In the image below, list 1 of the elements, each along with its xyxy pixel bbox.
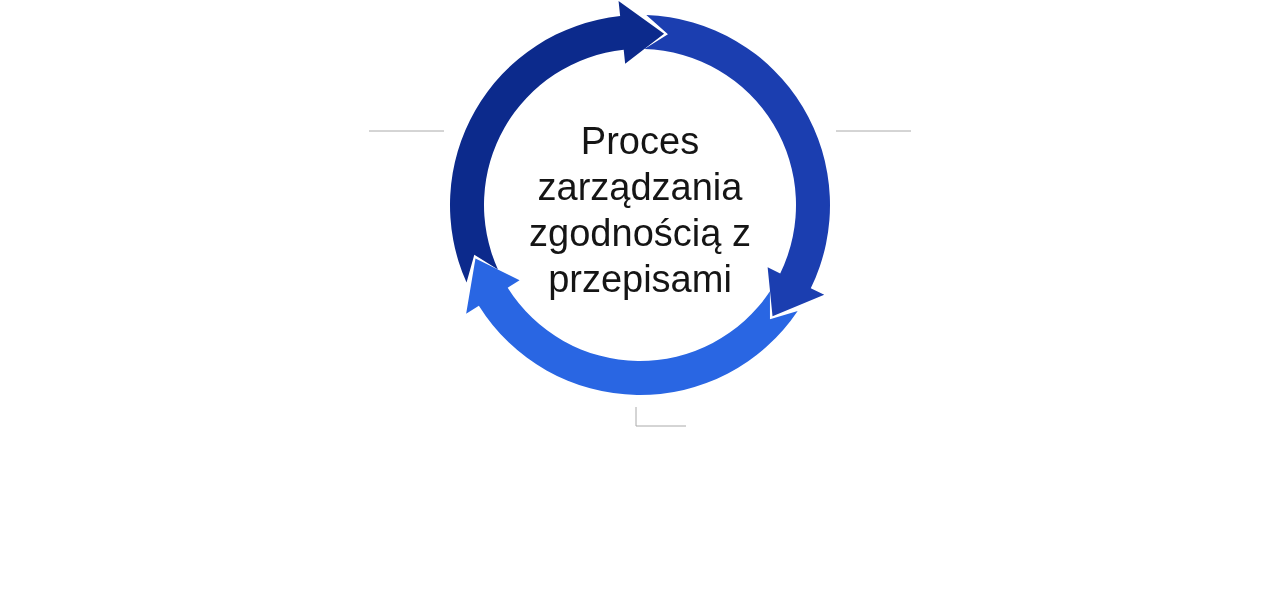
process-title: Proces zarządzania zgodnością z przepisami: [515, 118, 765, 302]
